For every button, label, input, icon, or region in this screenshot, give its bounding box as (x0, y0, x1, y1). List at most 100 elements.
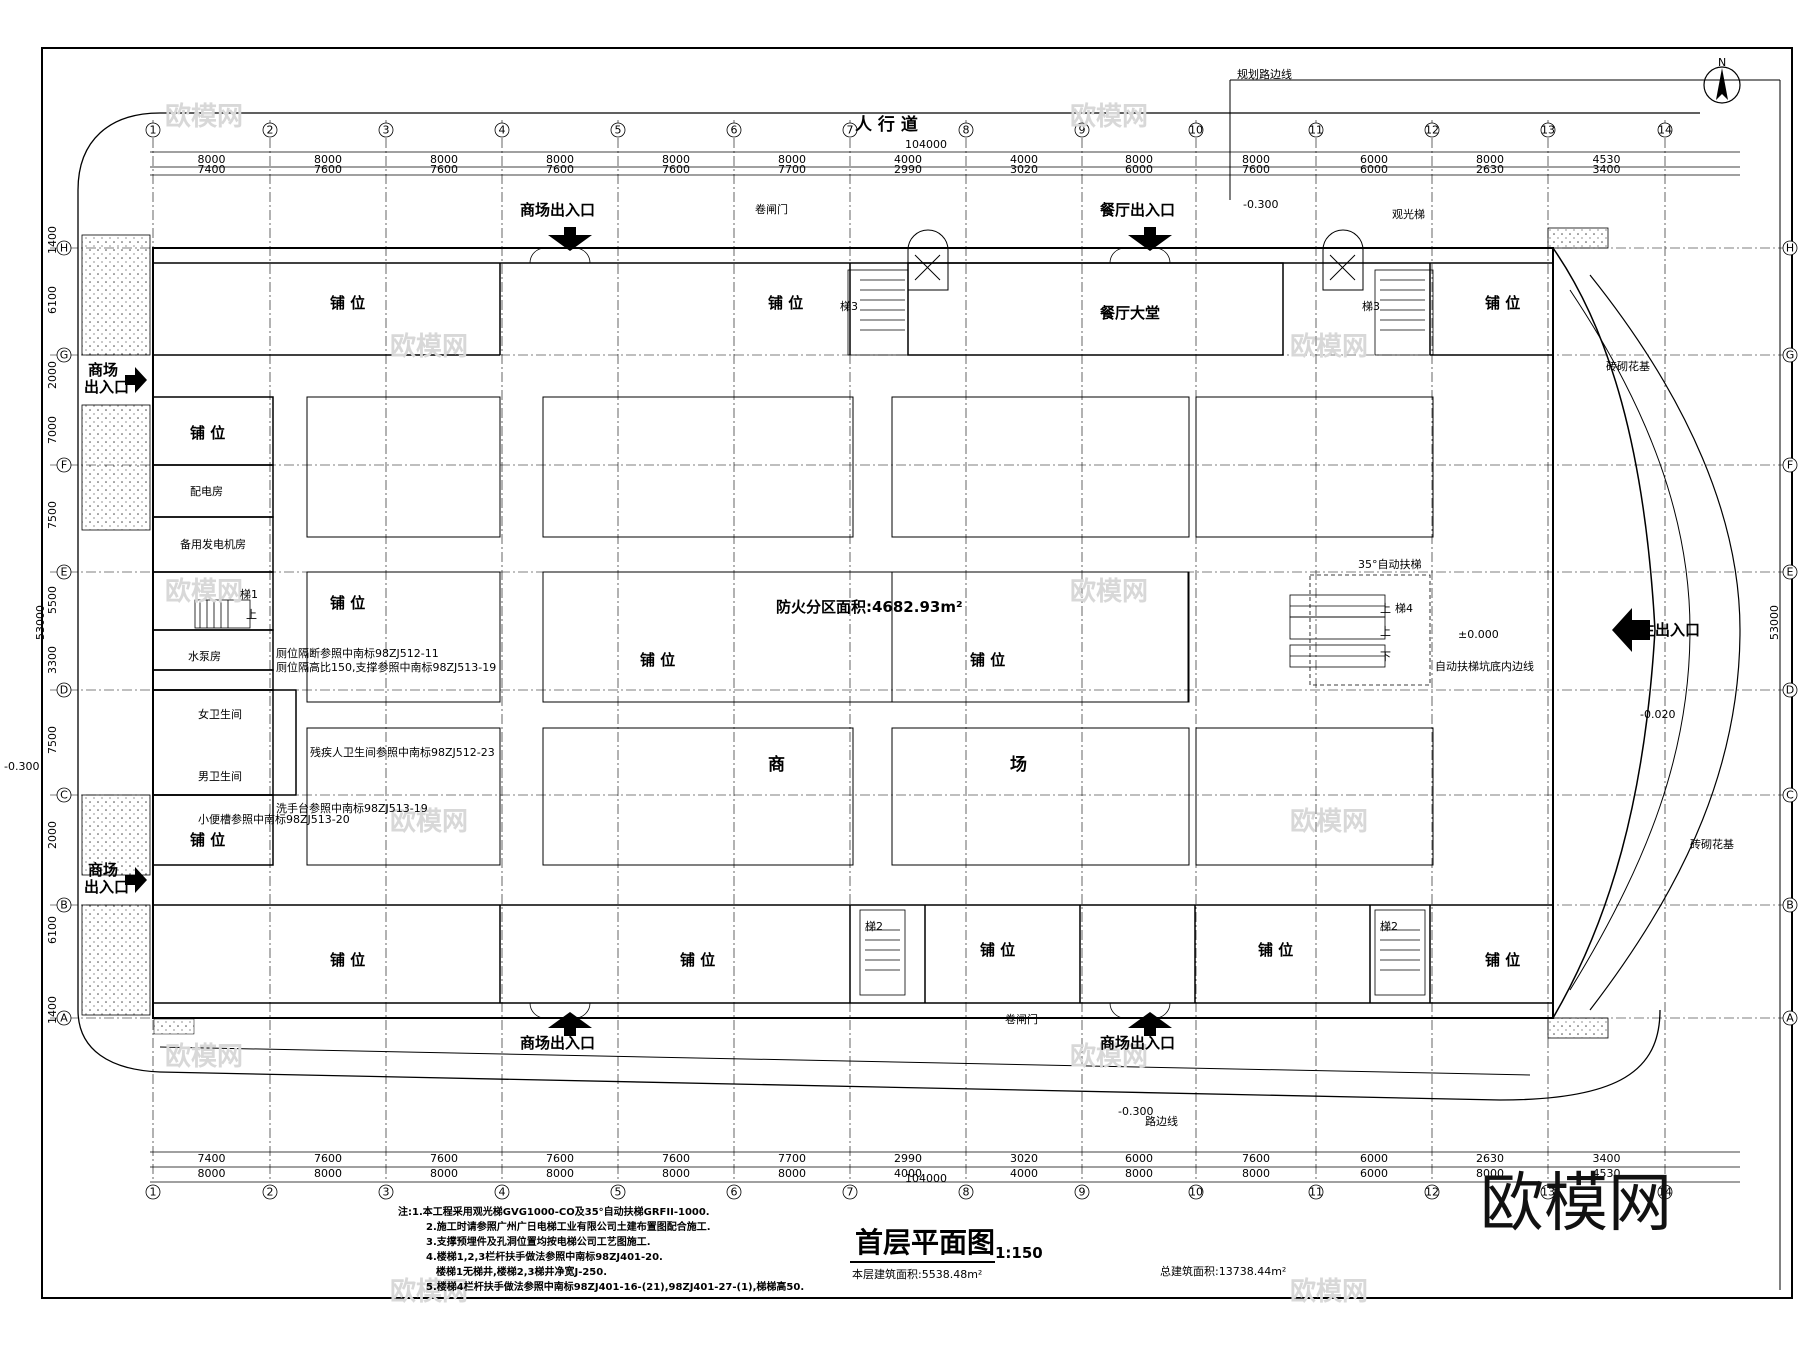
dimension-label: 3020 (1010, 163, 1038, 176)
dimension-label: 8000 (662, 153, 690, 166)
elevation-m300-north: -0.300 (1243, 198, 1278, 211)
dimension-label: 8000 (1242, 1167, 1270, 1180)
main-entry-arrow (1612, 608, 1650, 652)
svg-text:5: 5 (615, 124, 622, 137)
grid-bubble-column: 1 (145, 122, 161, 138)
mall-entry-label-se: 商场出入口 (1100, 1034, 1175, 1052)
dimension-label: 2990 (894, 163, 922, 176)
generator-room-label: 备用发电机房 (180, 537, 246, 551)
dimension-label: 6000 (1360, 163, 1388, 176)
escalator-up-2: 上 (1380, 625, 1391, 638)
shop-label: 铺 位 (970, 651, 1005, 669)
watermark-8: 欧模网 (1290, 806, 1368, 837)
stair-1-up: 上 (246, 608, 257, 621)
grid-bubble-row: E (56, 564, 72, 580)
svg-text:14: 14 (1658, 1186, 1672, 1199)
shop-label: 铺 位 (768, 294, 803, 312)
wc-note-3: 残疾人卫生间参照中南标98ZJ512-23 (310, 745, 495, 759)
dimension-label: 8000 (662, 1167, 690, 1180)
dimension-label: 6000 (1125, 163, 1153, 176)
svg-text:D: D (1786, 684, 1794, 697)
stair-1-label: 梯1 (240, 588, 258, 601)
side-entry-arrow-south (125, 867, 147, 893)
watermark-1: 欧模网 (165, 101, 243, 132)
dimension-label: 7600 (1242, 163, 1270, 176)
svg-text:3: 3 (383, 1186, 390, 1199)
grid-bubble-column: 4 (494, 1184, 510, 1200)
planter-ne (1547, 227, 1609, 249)
dimension-label: 4000 (1010, 153, 1038, 166)
overall-dimension-bottom: 104000 (905, 1172, 947, 1185)
note-line: 2.施工时请参照广州广日电梯工业有限公司土建布置图配合施工. (426, 1220, 711, 1233)
svg-text:D: D (60, 684, 68, 697)
male-wc-label: 男卫生间 (198, 769, 242, 783)
dimension-label: 2630 (1476, 163, 1504, 176)
dimension-label: 7700 (778, 1152, 806, 1165)
interior-partitions (152, 262, 1553, 1004)
grid-bubble-column: 11 (1308, 122, 1324, 138)
drawing-frame (41, 47, 1793, 1299)
svg-text:7: 7 (847, 124, 854, 137)
female-wc-label: 女卫生间 (198, 707, 242, 721)
floor-area: 本层建筑面积:5538.48m² (852, 1267, 982, 1281)
svg-text:4: 4 (499, 124, 506, 137)
shop-label: 铺 位 (330, 294, 365, 312)
stair-1 (194, 599, 251, 629)
escalator-down: 下 (1380, 650, 1391, 663)
north-label: N (1718, 56, 1726, 69)
grid-bubble-column: 5 (610, 1184, 626, 1200)
dimension-label: 8000 (1242, 153, 1270, 166)
watermark-12: 欧模网 (1290, 1276, 1368, 1307)
svg-text:A: A (60, 1012, 68, 1025)
svg-text:A: A (1786, 1012, 1794, 1025)
dimension-label: 8000 (1476, 1167, 1504, 1180)
grid-bubble-row: G (56, 347, 72, 363)
grid-bubble-column: 13 (1540, 122, 1556, 138)
svg-text:13: 13 (1541, 1186, 1555, 1199)
restaurant-entry-arrow (1128, 227, 1172, 251)
stair-2-east (1374, 909, 1426, 996)
planter-w1 (81, 404, 151, 531)
grid-bubble-row: B (56, 897, 72, 913)
escalator-label: 35°自动扶梯 (1358, 557, 1422, 571)
grid-bubble-row: H (56, 240, 72, 256)
restaurant-entry-label: 餐厅出入口 (1100, 201, 1175, 219)
dimension-label: 7400 (198, 1152, 226, 1165)
escalator-pit-label: 自动扶梯坑底内边线 (1435, 659, 1534, 673)
watermark-6: 欧模网 (1070, 576, 1148, 607)
mall-entry-arrow-south-east (1128, 1012, 1172, 1036)
grid-bubble-row: F (56, 457, 72, 473)
wc-note-4: 小便槽参照中南标98ZJ513-20 (198, 812, 350, 826)
total-area: 总建筑面积:13738.44m² (1160, 1264, 1286, 1278)
svg-text:5: 5 (615, 1186, 622, 1199)
dimension-label: 8000 (778, 153, 806, 166)
svg-text:10: 10 (1189, 1186, 1203, 1199)
dimension-label: 4530 (1593, 1167, 1621, 1180)
grid-bubble-row: F (1782, 457, 1798, 473)
dimension-label: 8000 (198, 153, 226, 166)
planter-sw (81, 904, 151, 1016)
dimension-label: 3300 (46, 646, 59, 674)
svg-text:8: 8 (963, 124, 970, 137)
watermark-9: 欧模网 (165, 1041, 243, 1072)
watermark-4: 欧模网 (1290, 331, 1368, 362)
dimension-label: 7600 (662, 163, 690, 176)
road-edge-label: 路边线 (1145, 1114, 1178, 1128)
svg-text:G: G (1786, 349, 1795, 362)
shop-label: 铺 位 (1485, 294, 1520, 312)
shop-label: 铺 位 (330, 594, 365, 612)
grid-bubble-row: D (56, 682, 72, 698)
dimension-label: 8000 (1476, 153, 1504, 166)
dimension-label: 1400 (46, 226, 59, 254)
stair-3-east (1374, 269, 1434, 356)
grid-bubble-column: 11 (1308, 1184, 1324, 1200)
svg-text:H: H (1786, 242, 1794, 255)
grid-bubble-column: 14 (1657, 122, 1673, 138)
shutter-door-label-south: 卷闸门 (1005, 1012, 1038, 1026)
grid-bubble-column: 7 (842, 1184, 858, 1200)
mall-entry-label-nw: 商场出入口 (520, 201, 595, 219)
svg-text:3: 3 (383, 124, 390, 137)
